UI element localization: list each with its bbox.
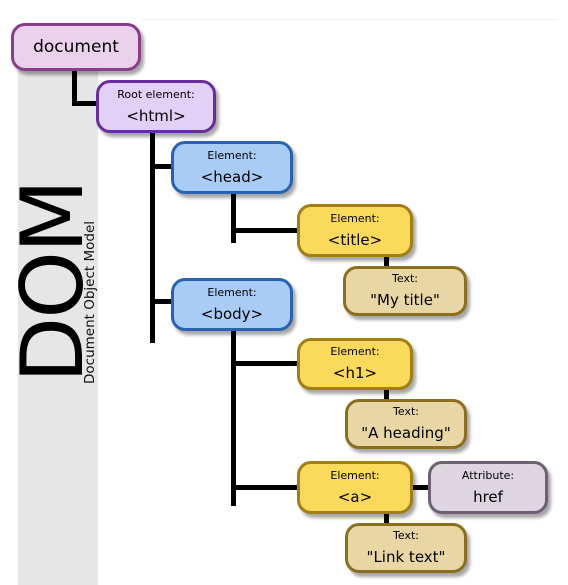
link-text-node: Text: "Link text" <box>345 523 467 573</box>
connector <box>410 485 430 490</box>
node-label: Element: <box>207 285 257 299</box>
node-value: <h1> <box>332 364 378 382</box>
connector <box>231 330 236 506</box>
connector <box>150 133 155 343</box>
node-value: document <box>33 37 119 57</box>
node-label: Element: <box>330 468 380 482</box>
node-value: <html> <box>126 106 186 125</box>
connector <box>150 164 172 169</box>
connector <box>72 101 98 106</box>
a-element-node: Element: <a> <box>297 461 413 514</box>
connector <box>384 389 389 403</box>
h1-text-node: Text: "A heading" <box>345 399 467 449</box>
body-element-node: Element: <body> <box>171 278 293 331</box>
title-text-node: Text: "My title" <box>343 266 467 316</box>
connector <box>231 361 299 366</box>
node-label: Attribute: <box>461 468 515 482</box>
node-value: "A heading" <box>361 424 451 442</box>
node-label: Root element: <box>117 87 195 101</box>
connector <box>231 228 299 233</box>
href-attribute-node: Attribute: href <box>428 461 548 514</box>
node-label: Element: <box>330 211 380 225</box>
node-value: "Link text" <box>366 548 446 566</box>
node-value: <a> <box>337 487 373 506</box>
title-element-node: Element: <title> <box>297 204 413 257</box>
connector <box>384 513 389 527</box>
node-label: Element: <box>207 148 257 162</box>
head-element-node: Element: <head> <box>171 141 293 194</box>
node-label: Element: <box>330 345 380 358</box>
document-node: document <box>11 23 141 71</box>
connector <box>231 193 236 243</box>
node-label: Text: <box>393 405 419 418</box>
html-root-node: Root element: <html> <box>96 80 216 133</box>
node-label: Text: <box>392 272 418 285</box>
connector <box>384 256 389 270</box>
connector <box>150 299 172 304</box>
sidebar-band <box>18 70 98 585</box>
node-value: <title> <box>327 230 383 249</box>
dom-subtitle: Document Object Model <box>82 220 98 384</box>
node-value: "My title" <box>370 291 440 309</box>
connector <box>72 70 77 106</box>
node-label: Text: <box>393 529 419 542</box>
node-value: <head> <box>200 167 264 186</box>
h1-element-node: Element: <h1> <box>297 338 413 390</box>
connector <box>231 485 299 490</box>
node-value: href <box>473 487 503 506</box>
node-value: <body> <box>200 304 264 323</box>
top-divider <box>142 19 557 20</box>
